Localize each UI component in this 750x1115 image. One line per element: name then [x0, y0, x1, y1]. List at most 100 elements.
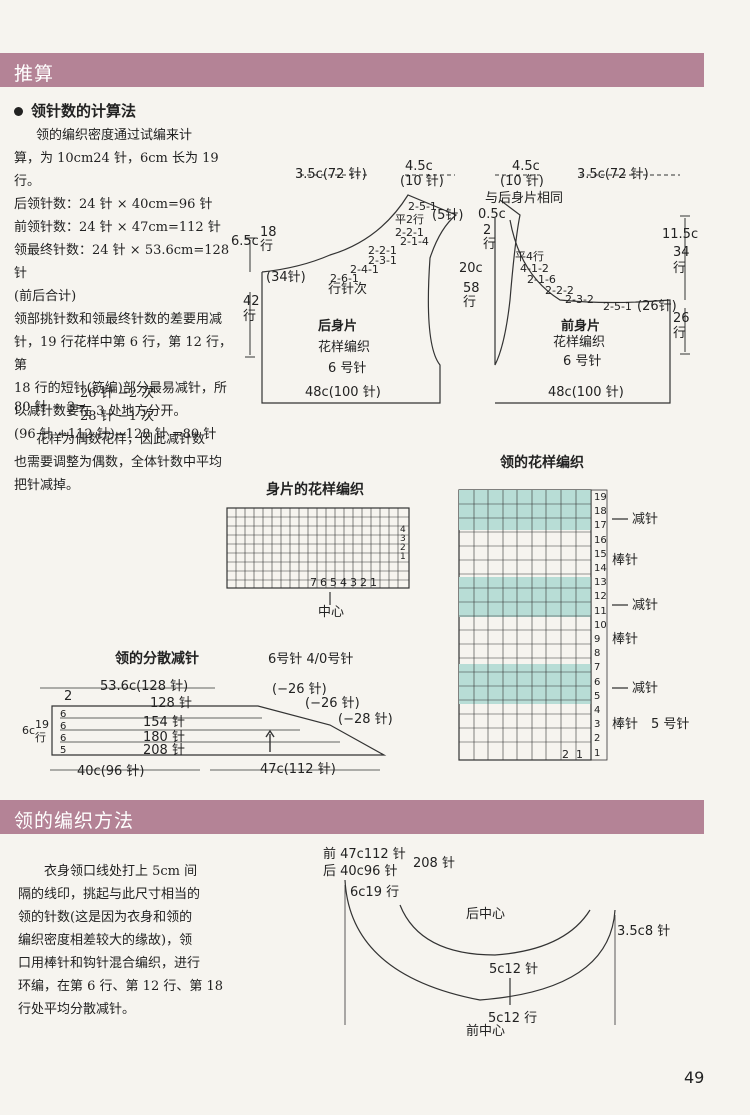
collar-band-3	[459, 664, 591, 704]
formula-line-2: 28 针 −1 次	[80, 409, 155, 424]
back-dec-row: 2-1-4	[400, 235, 429, 248]
collar-decrease-title: 领的分散减针	[115, 651, 199, 667]
back-dec-row: 2-6-1	[330, 272, 359, 285]
dim-line	[245, 237, 255, 272]
body-pattern-title: 身片的花样编织	[266, 482, 364, 498]
collar-pattern-title: 领的花样编织	[500, 455, 584, 471]
collar-rows-2: 2	[64, 689, 73, 704]
front-neck-stitches: (10 针)	[500, 174, 544, 189]
collar-seg-rows: 6	[60, 709, 67, 720]
dim-line	[40, 687, 380, 771]
collar-stitches-180: 180 针	[143, 730, 185, 745]
section-header-method: 领的编织方法	[0, 800, 704, 834]
collar-top-width: 53.6c(128 针)	[100, 679, 189, 694]
back-neck-measure: 后 40c96 针	[323, 864, 398, 879]
collar-height: 6c	[22, 724, 36, 737]
front-dec-row: 平4行	[515, 250, 544, 263]
back-dec-row: 2-3-1	[368, 254, 397, 267]
back-piece-pattern: 花样编织	[318, 340, 371, 355]
front-neck-depth: 20c	[459, 261, 483, 276]
dim-line	[680, 215, 690, 355]
back-shoulder-height: 6.5c	[231, 234, 259, 249]
collar-stitches-208: 208 针	[143, 743, 185, 758]
body-col-numbers: 7654321	[310, 576, 380, 589]
collar-stitches-154: 154 针	[143, 715, 185, 730]
collar-seg-rows: 6	[60, 733, 67, 744]
front-body-rows: 26	[673, 311, 690, 326]
collar-bottom-numbers: 2 1	[562, 748, 583, 761]
neck-calc-heading: 领针数的计算法	[14, 100, 136, 121]
body-grid-lines	[227, 508, 409, 588]
method-text: 衣身领口线处打上 5cm 间 隔的线印，挑起与此尺寸相当的 领的针数(这是因为衣…	[18, 864, 224, 1017]
front-neck-rows: 58	[463, 281, 480, 296]
front-piece-pattern: 花样编织	[553, 335, 606, 350]
back-dec-row: 2-2-1	[368, 244, 397, 257]
back-width-label: 3.5c(72 针)	[295, 167, 367, 182]
neckline-inner	[399, 904, 591, 956]
front-center-stitches: (5针)	[432, 208, 464, 223]
front-neck-width: 4.5c	[512, 159, 540, 174]
back-dec-row: 2-4-1	[350, 263, 379, 276]
collar-back-width: 40c(96 针)	[77, 764, 145, 779]
row-unit: 行	[243, 309, 257, 324]
collar-dec-2: (−26 针)	[305, 696, 360, 711]
collar-stitches-128: 128 针	[150, 696, 192, 711]
front-side-stitches: (26针)	[637, 299, 677, 314]
front-bottom-width: 48c(100 针)	[548, 385, 624, 400]
front-piece-title: 前身片	[561, 319, 601, 334]
row-unit: 行	[260, 239, 274, 254]
back-neck-stitches: (10 针)	[400, 174, 444, 189]
section-header-calc: 推算	[0, 53, 704, 87]
collar-rows-total: 19	[35, 718, 49, 731]
back-rows: 42	[243, 294, 260, 309]
row-unit: 行	[35, 731, 46, 744]
front-center-rows: 2	[483, 223, 492, 238]
front-neck-measure: 前 47c112 针	[323, 847, 406, 862]
annotation-needle: 棒针	[612, 632, 639, 647]
back-neck-width: 4.5c	[405, 159, 433, 174]
formula-label: 80 针 ÷ 3=	[14, 400, 86, 415]
front-width-label: 3.5c(72 针)	[577, 167, 649, 182]
back-stitches: (34针)	[266, 270, 306, 285]
section-title: 领的编织方法	[14, 810, 135, 832]
interval-front: 5c12 行	[488, 1011, 538, 1026]
collar-front-width: 47c(112 针)	[260, 762, 336, 777]
neck-calc-text-2: 花样为偶数花样，因此减针数 也需要调整为偶数，全体针数中平均 把针减掉。	[14, 432, 223, 493]
neck-calc-text: 领的编织密度通过试编来计 算，为 10cm24 针，6cm 长为 19 行。 后…	[14, 128, 233, 442]
collar-band-2	[459, 577, 591, 617]
up-arrow	[265, 729, 275, 752]
back-piece-title: 后身片	[318, 319, 358, 334]
annotation-decrease: 减针	[632, 681, 659, 696]
bullet-icon	[14, 107, 23, 116]
back-dec-row: 平2行	[395, 213, 424, 226]
front-dec-row: 4-1-2	[520, 262, 549, 275]
front-center-label: 前中心	[466, 1024, 506, 1039]
collar-decrease-outline	[51, 705, 387, 756]
back-piece-needle: 6 号针	[328, 361, 367, 376]
collar-band-1	[459, 490, 591, 530]
back-dec-row: 2-2-1	[395, 226, 424, 239]
front-piece-needle: 6 号针	[563, 354, 602, 369]
annotation-needle: 棒针	[612, 553, 639, 568]
page-number: 49	[684, 1068, 705, 1087]
back-shoulder-rows: 18	[260, 225, 277, 240]
collar-seg-rows: 6	[60, 721, 67, 732]
row-unit: 行	[483, 237, 497, 252]
back-bottom-width: 48c(100 针)	[305, 385, 381, 400]
interval-back: 5c12 针	[489, 962, 539, 977]
total-stitches: 208 针	[413, 856, 455, 871]
row-unit: 行	[463, 295, 477, 310]
front-shoulder-rows: 34	[673, 245, 690, 260]
front-dec-row: 2-2-2	[545, 284, 574, 297]
annotation-decrease: 减针	[632, 512, 659, 527]
neckline-outer	[344, 879, 616, 1001]
formula-line-1: 26 针 −2 次	[80, 386, 155, 401]
annotation-arrow	[612, 518, 628, 689]
same-as-back: 与后身片相同	[485, 191, 564, 206]
annotation-decrease: 减针	[632, 598, 659, 613]
back-piece-outline	[261, 194, 458, 404]
front-piece-outline	[495, 219, 671, 404]
